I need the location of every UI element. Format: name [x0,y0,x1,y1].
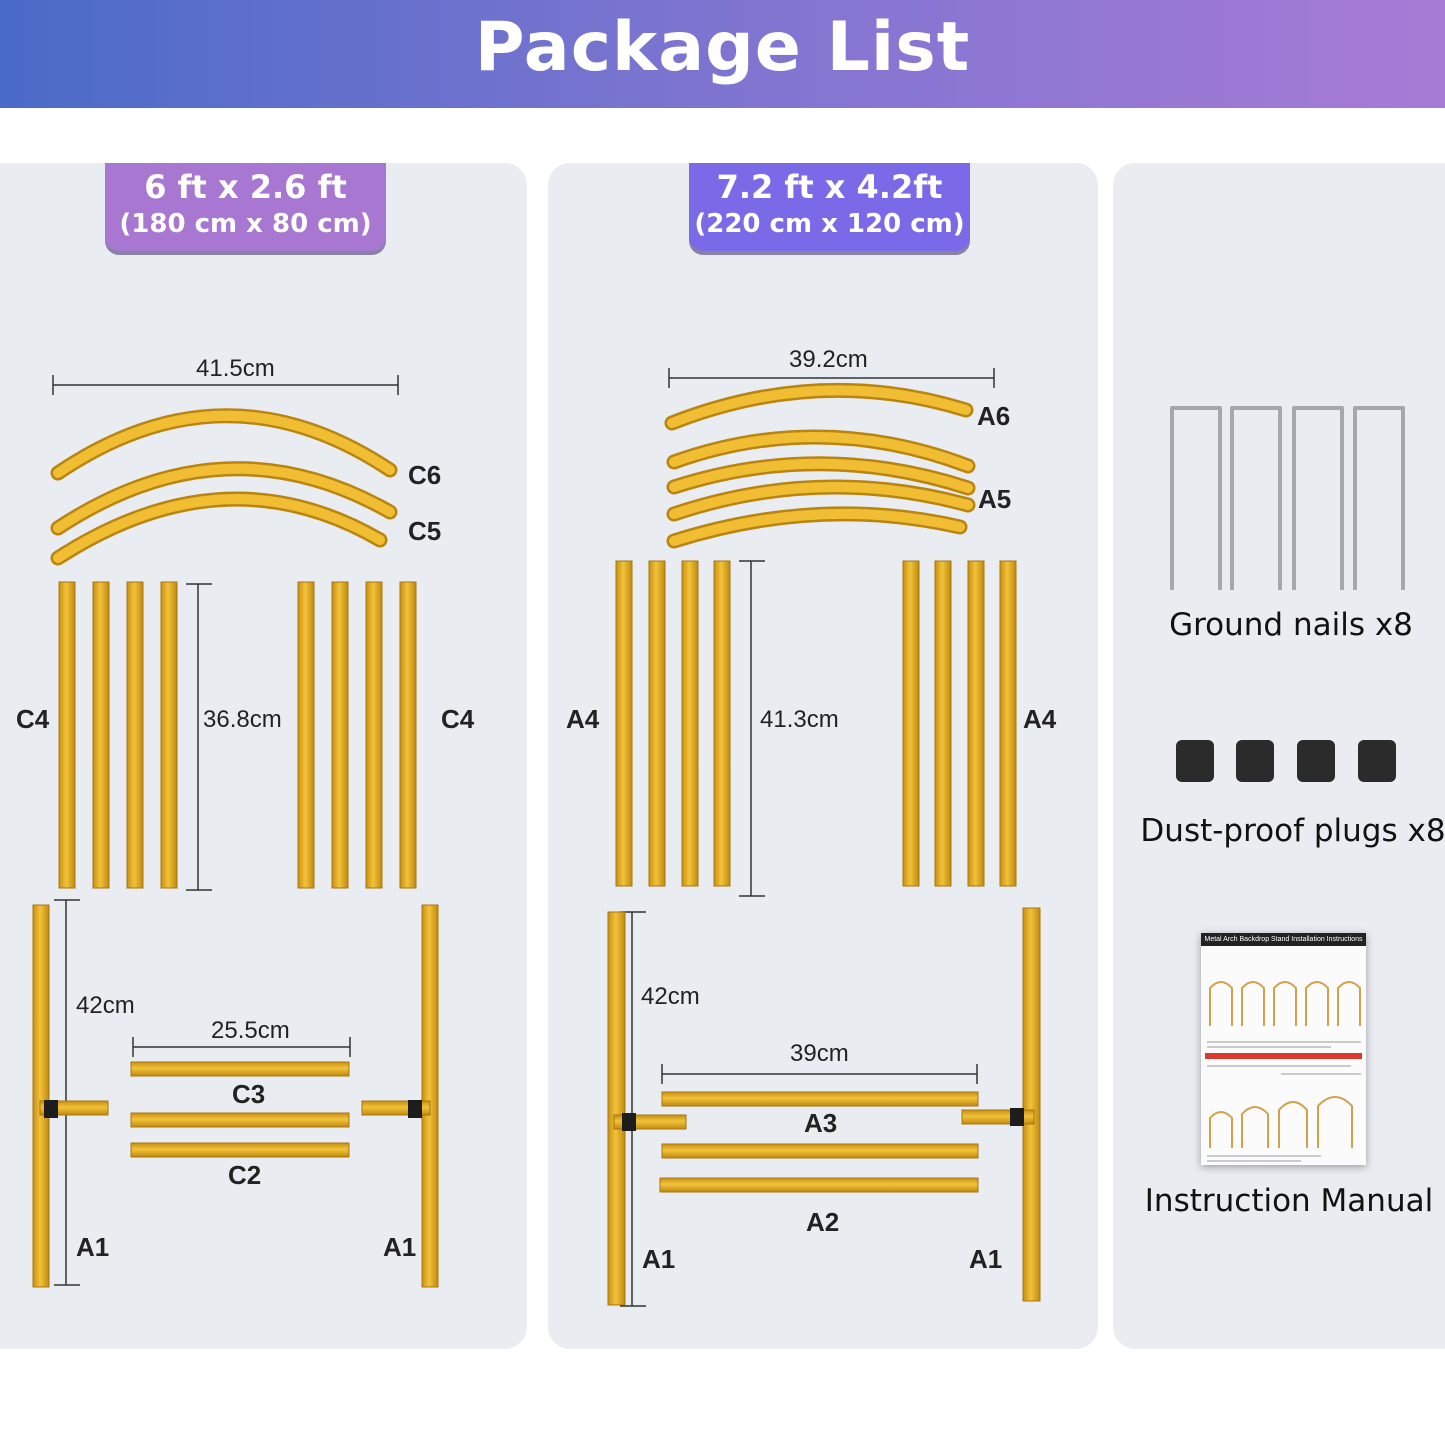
ground-nails-label: Ground nails x8 [1169,607,1413,643]
label-a5: A5 [978,484,1012,514]
size-badge-large: 7.2 ft x 4.2ft (220 cm x 120 cm) [689,163,970,251]
label-a1-small-right: A1 [383,1232,417,1262]
size-cm-large: (220 cm x 120 cm) [694,209,965,239]
dim-a3-length: 39cm [790,1040,849,1067]
dim-c4-length: 36.8cm [203,706,282,733]
instruction-manual-label: Instruction Manual [1144,1183,1434,1219]
size-badge-small: 6 ft x 2.6 ft (180 cm x 80 cm) [105,163,386,251]
label-c2: C2 [228,1160,262,1190]
label-c3: C3 [232,1079,266,1109]
label-c4-left: C4 [16,704,50,734]
label-a1-small-left: A1 [76,1232,110,1262]
label-c5: C5 [408,516,442,546]
manual-page-icon [1205,981,1362,1162]
base-brackets [44,1100,1024,1131]
label-a6: A6 [977,401,1011,431]
label-c4-right: C4 [441,704,475,734]
size-ft-small: 6 ft x 2.6 ft [144,168,347,206]
page-header: Package List [0,0,1445,108]
label-a1-large-right: A1 [969,1244,1003,1274]
label-c6: C6 [408,460,442,490]
posts-small [58,581,417,889]
label-a3: A3 [804,1108,838,1138]
label-a1-large-left: A1 [642,1244,676,1274]
dim-a1-length-small: 42cm [76,992,135,1019]
size-ft-large: 7.2 ft x 4.2ft [716,168,943,206]
ground-nails [1170,406,1405,590]
dim-c3-length: 25.5cm [211,1017,290,1044]
crossbars [130,1061,979,1193]
dim-c6-length: 41.5cm [196,355,275,382]
label-a4-right: A4 [1023,704,1057,734]
dust-plugs [1176,740,1396,782]
dimension-lines [52,368,995,1307]
dim-a4-length: 41.3cm [760,706,839,733]
arcs-small [50,408,398,566]
dim-a6-length: 39.2cm [789,346,868,373]
dim-a1-length-large: 42cm [641,983,700,1010]
manual-header: Metal Arch Backdrop Stand Installation I… [1201,933,1366,946]
posts-large [615,560,1017,887]
page-title: Package List [474,8,971,87]
label-a2: A2 [806,1207,840,1237]
instruction-manual-image: Metal Arch Backdrop Stand Installation I… [1201,933,1366,1165]
size-cm-small: (180 cm x 80 cm) [119,209,372,239]
dust-plugs-label: Dust-proof plugs x8 [1140,813,1445,849]
label-a4-left: A4 [566,704,600,734]
arcs-large [664,382,976,549]
